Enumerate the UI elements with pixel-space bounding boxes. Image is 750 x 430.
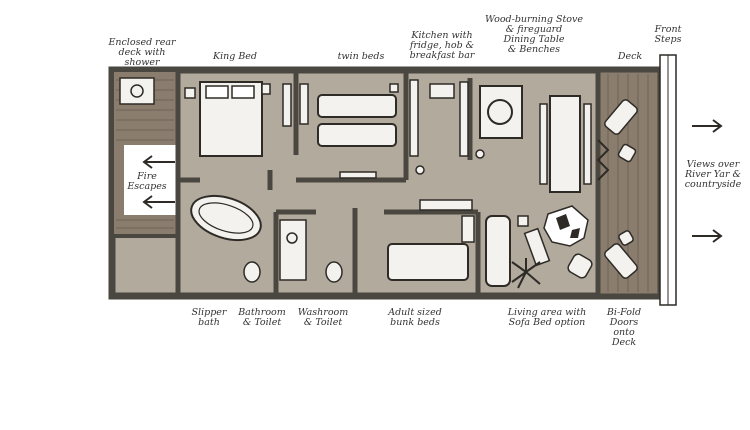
label-king-bed: King Bed [212,51,258,62]
fire-escape-arrows [142,155,175,209]
label-bathroom: Bathroom & Toilet [238,307,286,328]
twin-table [389,83,399,93]
slipper-bath [190,194,262,242]
stove-burner [487,99,513,125]
label-washroom: Washroom & Toilet [297,307,349,328]
label-fire-escapes: Fire Escapes [127,171,167,192]
label-bunk-beds: Adult sized bunk beds [388,307,442,328]
kitchen-sink [429,83,455,99]
deck-lounger-2 [604,243,638,279]
wardrobe-king [282,83,292,127]
bunk-cabinet [461,215,475,243]
twin-bed-2 [317,123,397,147]
plant [511,258,541,289]
coffee-table [523,227,551,267]
wood-burning-stove [479,85,523,139]
bench-right [583,103,592,185]
side-table-1 [517,215,529,227]
bifold-doors [596,139,610,181]
bunk-bed [387,243,469,281]
deck-lounger-1 [604,99,638,135]
sofa-bed [485,215,511,287]
label-twin-beds: twin beds [337,51,385,62]
deck-table-2 [618,230,634,246]
label-kitchen: Kitchen with fridge, hob & breakfast bar [409,30,475,61]
label-bifold-doors: Bi-Fold Doors onto Deck [606,307,642,348]
twin-bed-1 [317,94,397,118]
twin-shelf [339,171,377,179]
twin-wardrobe [299,83,309,125]
basin-tap [286,232,298,244]
bar-stool-1 [475,149,485,159]
bathroom-basin [279,219,307,281]
king-pillow-1 [205,85,229,99]
breakfast-bar [459,81,469,157]
king-pillow-2 [231,85,255,99]
deck-table-1 [617,143,637,163]
view-arrows [692,119,723,243]
interior-walls [175,70,601,296]
dining-table [549,95,581,193]
bar-stool-2 [415,165,425,175]
shower [119,77,155,105]
kitchen-counter [409,79,419,157]
bench-left [539,103,548,185]
label-living-area: Living area with Sofa Bed option [507,307,587,328]
armchair-living [567,253,593,279]
label-deck: Deck [617,51,643,62]
shower-drain [130,84,144,98]
bathroom-toilet [243,261,261,283]
slipper-bath-inner [198,202,254,234]
label-slipper-bath: Slipper bath [191,307,227,328]
washroom-toilet [325,261,343,283]
bedside-table-right [261,83,271,95]
label-front-steps: Front Steps [654,24,682,45]
bedside-table-left [184,87,196,99]
bunk-top-rail [419,199,473,211]
label-stove-dining: Wood-burning Stove & fireguard Dining Ta… [484,14,583,55]
label-rear-deck: Enclosed rear deck with shower [108,37,176,68]
label-views: Views over River Yar & countryside [684,159,742,190]
